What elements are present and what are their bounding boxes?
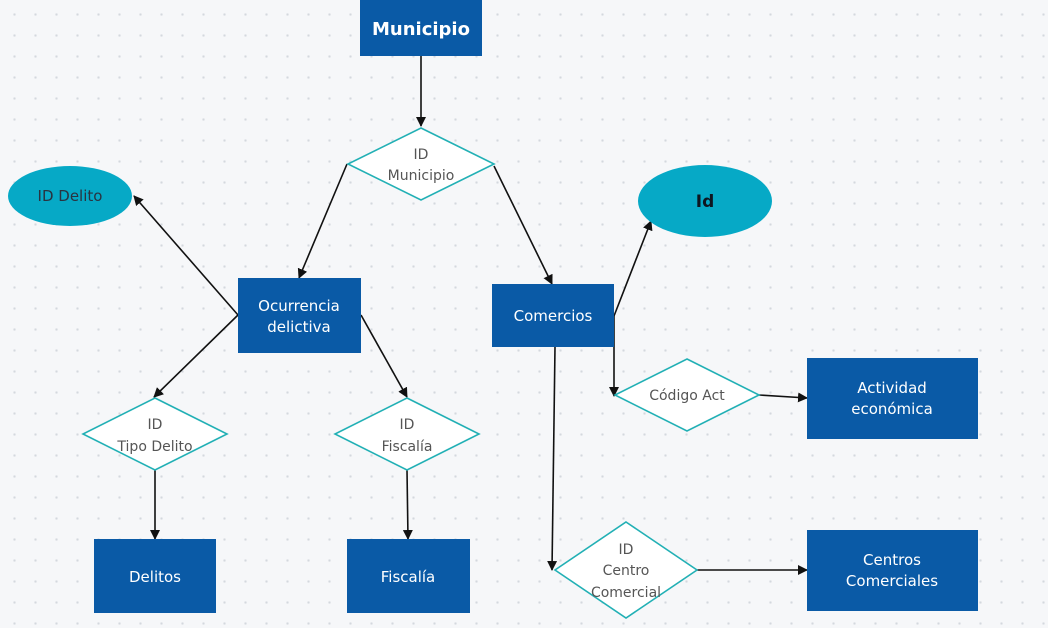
relation-id-tipo-delito-line2: Tipo Delito bbox=[116, 439, 192, 455]
edge-ocurrencia-idfiscalia bbox=[360, 314, 408, 398]
attribute-id-delito[interactable]: ID Delito bbox=[8, 166, 132, 226]
relation-id-centro-line1: ID bbox=[619, 542, 634, 558]
attribute-id-delito-label: ID Delito bbox=[38, 187, 103, 205]
edge-comercios-idcentro bbox=[547, 346, 558, 571]
entity-fiscalia[interactable]: Fiscalía bbox=[347, 539, 470, 613]
entity-comercios[interactable]: Comercios bbox=[492, 284, 614, 347]
relation-id-fiscalia[interactable]: ID Fiscalía bbox=[333, 397, 481, 471]
relation-codigo-act-label: Código Act bbox=[649, 388, 725, 404]
edge-comercios-id bbox=[613, 220, 653, 317]
entity-centros-label-line2: Comerciales bbox=[846, 572, 938, 590]
entity-delitos-label: Delitos bbox=[129, 568, 181, 586]
relation-id-tipo-delito-line1: ID bbox=[148, 417, 163, 433]
edge-idmunicipio-comercios bbox=[493, 165, 553, 285]
entity-fiscalia-label: Fiscalía bbox=[381, 568, 436, 586]
relation-id-centro-comercial[interactable]: ID Centro Comercial bbox=[553, 521, 699, 619]
entity-actividad-economica[interactable]: Actividad económica bbox=[807, 358, 978, 439]
relation-id-fiscalia-line1: ID bbox=[400, 417, 415, 433]
attribute-id[interactable]: Id bbox=[638, 165, 772, 237]
entity-actividad-label-line1: Actividad bbox=[857, 379, 927, 397]
entity-municipio-label: Municipio bbox=[372, 19, 470, 40]
entity-ocurrencia-label-line1: Ocurrencia bbox=[258, 297, 340, 315]
relation-id-centro-line3: Comercial bbox=[591, 585, 661, 601]
edge-idfiscalia-fiscalia bbox=[402, 469, 413, 540]
relation-id-municipio[interactable]: ID Municipio bbox=[346, 127, 496, 201]
entity-ocurrencia-delictiva[interactable]: Ocurrencia delictiva bbox=[238, 278, 361, 353]
edge-ocurrencia-idtipodelito bbox=[153, 314, 239, 398]
entity-ocurrencia-label-line2: delictiva bbox=[267, 318, 330, 336]
relation-id-fiscalia-line2: Fiscalía bbox=[382, 439, 433, 455]
edge-ocurrencia-iddelito bbox=[133, 195, 239, 316]
entity-delitos[interactable]: Delitos bbox=[94, 539, 216, 613]
relation-id-tipo-delito[interactable]: ID Tipo Delito bbox=[81, 397, 229, 471]
relation-id-municipio-line1: ID bbox=[414, 147, 429, 163]
entity-centros-label-line1: Centros bbox=[863, 551, 921, 569]
entity-municipio[interactable]: Municipio bbox=[360, 0, 482, 56]
relation-id-centro-line2: Centro bbox=[603, 563, 650, 579]
entity-comercios-label: Comercios bbox=[514, 307, 593, 325]
edge-idmunicipio-ocurrencia bbox=[297, 163, 348, 279]
relation-codigo-act[interactable]: Código Act bbox=[613, 358, 761, 432]
entity-centros-comerciales[interactable]: Centros Comerciales bbox=[807, 530, 978, 611]
connectors bbox=[133, 56, 808, 575]
attribute-id-label: Id bbox=[696, 192, 715, 212]
relation-id-municipio-line2: Municipio bbox=[388, 168, 455, 184]
entity-actividad-label-line2: económica bbox=[851, 400, 933, 418]
edge-codigoact-actividad bbox=[758, 392, 808, 403]
